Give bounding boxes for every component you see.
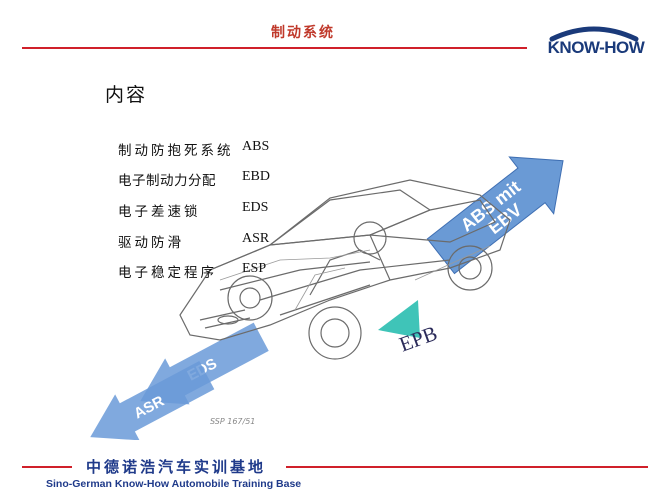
footer-divider-right [286,466,648,468]
item-zh: 电子制动力分配 [118,173,216,189]
abs-ebv-arrow: ABS mit EBV [426,156,564,275]
item-en: ABS [242,139,270,154]
header-divider [22,47,527,49]
epb-marker [378,300,420,338]
know-how-logo [549,26,639,42]
logo-text: KNOW-HOW [547,38,645,57]
item-zh: 驱动防滑 [118,235,184,251]
item-zh: 制动防抱死系统 [118,143,234,159]
figure-reference: SSP 167/51 [210,417,256,426]
content-heading: 内容 [105,84,148,106]
item-en: ASR [242,231,270,246]
item-zh: 电子差速锁 [118,204,201,220]
item-zh: 电子稳定程序 [118,265,217,281]
car-illustration: ABS mit EBV EDS ASR [90,156,564,440]
page-header-title: 制动系统 [271,25,335,41]
footer-chinese-title: 中德诺浩汽车实训基地 [86,458,267,476]
item-en: EBD [242,169,270,184]
footer-divider-left [22,466,72,468]
footer-english-title: Sino-German Know-How Automobile Training… [46,478,302,490]
asr-arrow: ASR [90,361,215,440]
item-en: ESP [242,261,267,276]
item-en: EDS [242,200,269,215]
